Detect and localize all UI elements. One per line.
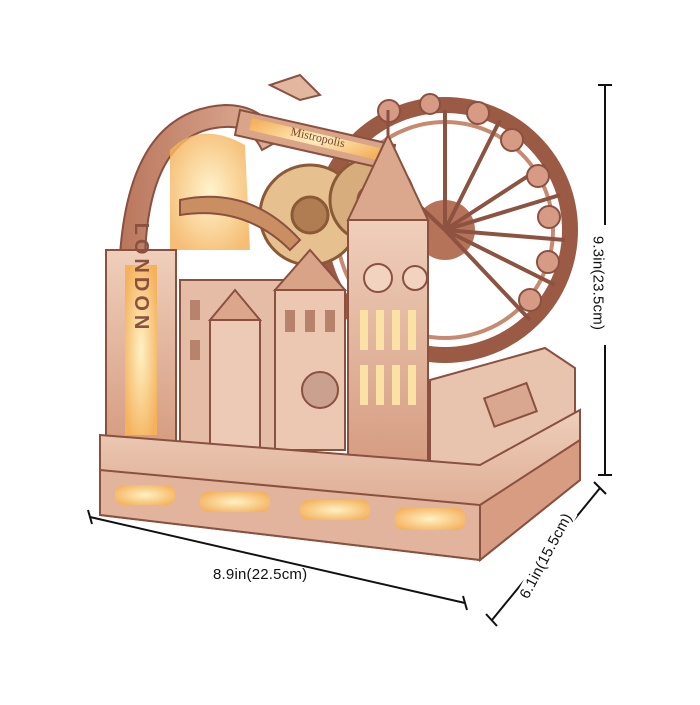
london-sign-text: LONDON [130,223,152,334]
width-line [89,516,466,604]
middle-buildings [179,248,348,451]
marble-track-arch [118,103,302,256]
wooden-model: Mistropolis LONDON [99,73,581,563]
width-dimension-label: 8.9in(22.5cm) [213,566,308,583]
london-side-panel: LONDON [105,223,177,451]
lit-base [99,408,581,563]
big-ben-tower [346,110,430,471]
dimension-lines [87,84,612,627]
height-dimension-label: 9.3in(23.5cm) [589,229,607,337]
clock-face [363,263,393,293]
